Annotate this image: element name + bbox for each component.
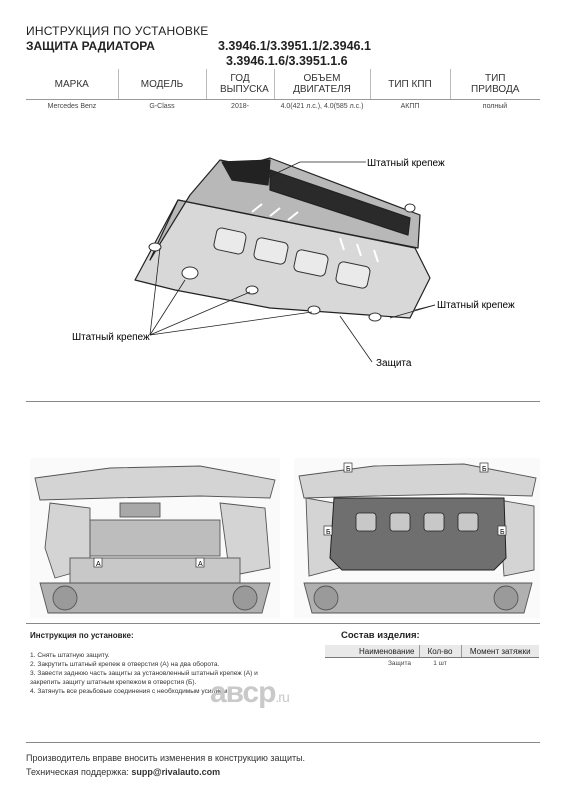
comp-cell-qty: 1 шт (433, 660, 447, 667)
mount-hole-2 (148, 242, 162, 252)
comp-cell-torque (461, 658, 539, 670)
support-label: Техническая поддержка: (26, 767, 129, 777)
composition-header-row: Наименование Кол-во Момент затяжки (325, 645, 539, 658)
step-3-cont: закрепить защиту штатным крепежом в отве… (30, 679, 197, 686)
instructions-steps: 1. Снять штатную защиту. 2. Закрутить шт… (30, 651, 330, 696)
slot-1 (251, 203, 263, 213)
mount-hole-6 (404, 203, 416, 213)
part-codes-line1: 3.3946.1/3.3951.1/2.3946.1 (218, 39, 371, 53)
marker-b-1: Б (346, 466, 351, 473)
col-header-drive-text: ТИП ПРИВОДА (471, 73, 520, 95)
frame-structure (34, 465, 276, 614)
composition-table: Наименование Кол-во Момент затяжки Защит… (325, 645, 539, 669)
label-left-fastener: Штатный крепеж (72, 332, 150, 343)
instructions-top-divider (26, 623, 540, 624)
support-email[interactable]: supp@rivalauto.com (131, 767, 221, 777)
marker-b-2: Б (482, 466, 487, 473)
guard-top-strip (269, 169, 411, 236)
marker-b-4: Б (500, 529, 505, 536)
col-header-year-text: ГОД ВЫПУСКА (220, 73, 269, 95)
step-3: 3. Завести заднюю часть защиты за устано… (30, 670, 258, 677)
vent-cutout-1 (213, 227, 247, 255)
guard-diagram: Штатный крепеж Штатный крепеж Штатный кр… (72, 157, 515, 369)
vent-cutout-4 (335, 261, 371, 289)
document-title: ИНСТРУКЦИЯ ПО УСТАНОВКЕ (26, 24, 209, 38)
instructions-title: Инструкция по установке: (30, 631, 134, 640)
mount-hole-4 (307, 305, 321, 315)
col-header-engine: ОБЪЕМ ДВИГАТЕЛЯ (273, 69, 370, 100)
col-header-gearbox: ТИП КПП (369, 69, 450, 100)
watermark-main: авср (210, 676, 276, 709)
composition-row: Защита 1 шт (325, 658, 539, 670)
cell-engine: 4.0(421 л.с.), 4.0(585 л.с.) (280, 102, 364, 110)
col-header-year: ГОД ВЫПУСКА (205, 69, 274, 100)
cell-gearbox: АКПП (400, 102, 420, 110)
mount-hole-1 (181, 266, 199, 280)
vent-cutout-2 (253, 237, 289, 265)
spec-header-row: МАРКА МОДЕЛЬ ГОД ВЫПУСКА ОБЪЕМ ДВИГАТЕЛЯ… (26, 69, 540, 100)
label-guard: Защита (376, 358, 412, 369)
footer-disclaimer: Производитель вправе вносить изменения в… (26, 753, 306, 763)
watermark-suffix: .ru (275, 689, 289, 705)
col-header-drive: ТИП ПРИВОДА (449, 69, 540, 100)
cell-drive: полный (482, 102, 508, 110)
comp-header-name: Наименование (325, 645, 419, 658)
vehicle-spec-table: МАРКА МОДЕЛЬ ГОД ВЫПУСКА ОБЪЕМ ДВИГАТЕЛЯ… (26, 69, 540, 112)
marker-b-group (323, 462, 507, 536)
part-codes: 3.3946.1/3.3951.1/2.3946.1 3.3946.1.6/3.… (218, 39, 371, 69)
col-header-model: МОДЕЛЬ (117, 69, 206, 100)
comp-cell-name: Защита (387, 660, 411, 667)
cell-year: 2018- (231, 102, 249, 110)
slot-3 (287, 211, 299, 221)
cell-model: G-Class (149, 102, 175, 110)
vent-cutout-3 (293, 249, 329, 277)
label-top-fastener: Штатный крепеж (367, 158, 445, 169)
spec-data-row: Mercedes Benz G-Class 2018- 4.0(421 л.с.… (26, 100, 540, 113)
install-photo-after: Б Б Б Б (294, 458, 540, 618)
part-codes-line2: 3.3946.1.6/3.3951.1.6 (226, 54, 348, 68)
guard-plate (134, 157, 431, 322)
slot-6 (373, 249, 379, 263)
comp-header-torque: Момент затяжки (460, 645, 539, 658)
watermark: авср.ru (210, 676, 290, 710)
label-right-fastener: Штатный крепеж (437, 300, 515, 311)
slot-5 (356, 243, 362, 257)
slot-4 (339, 237, 345, 251)
col-header-make: МАРКА (26, 69, 118, 100)
guard-front-lip (221, 159, 271, 186)
col-header-engine-text: ОБЪЕМ ДВИГАТЕЛЯ (293, 73, 351, 95)
section-divider (26, 401, 540, 402)
marker-a-group (93, 557, 205, 568)
footer-support: Техническая поддержка: supp@rivalauto.co… (26, 767, 220, 777)
product-title: ЗАЩИТА РАДИАТОРА (26, 39, 155, 53)
step-1: 1. Снять штатную защиту. (30, 652, 110, 659)
composition-title: Состав изделия: (341, 630, 420, 641)
cell-make: Mercedes Benz (47, 102, 97, 110)
marker-a-left: A (96, 561, 101, 568)
comp-header-qty: Кол-во (418, 645, 461, 658)
mount-hole-5 (368, 312, 382, 322)
installed-guard (329, 497, 507, 571)
step-2: 2. Закрутить штатный крепеж в отверстия … (30, 661, 220, 668)
step-4: 4. Затянуть все резьбовые соединения с н… (30, 688, 230, 695)
callout-lines (149, 161, 436, 363)
footer-divider (26, 742, 540, 743)
frame-structure-2 (298, 463, 537, 614)
marker-a-right: A (198, 561, 203, 568)
marker-b-3: Б (326, 529, 331, 536)
slot-2 (269, 207, 281, 217)
install-photo-before: A A (30, 458, 280, 618)
guard-plate-top (149, 157, 421, 261)
